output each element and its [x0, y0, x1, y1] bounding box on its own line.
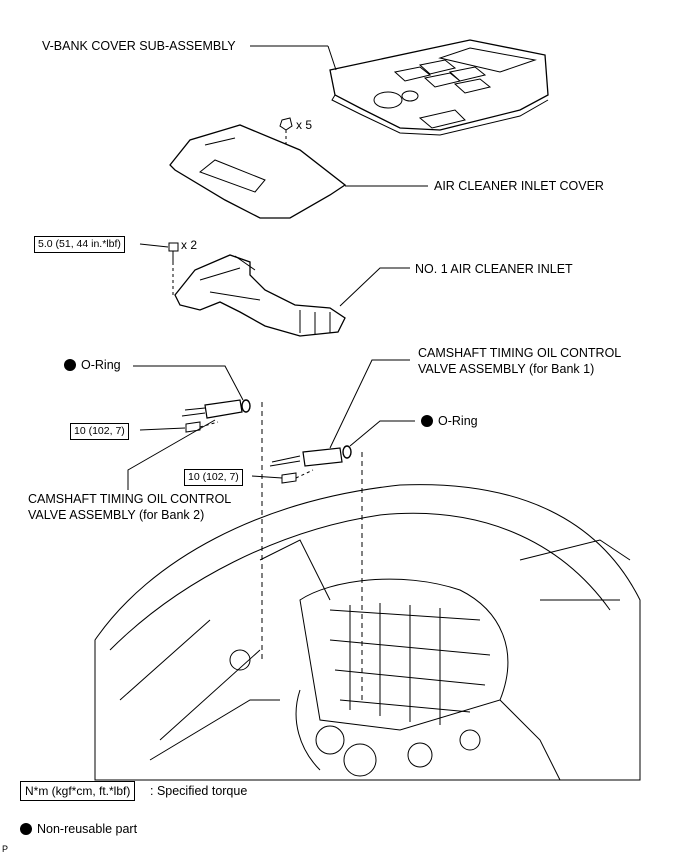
- torque-box-inlet-bolt: 5.0 (51, 44 in.*lbf): [34, 236, 125, 253]
- nonreusable-dot-icon: [421, 415, 433, 427]
- label-camshaft-bank1-line1: CAMSHAFT TIMING OIL CONTROL: [418, 346, 622, 360]
- footer-code: P: [2, 844, 9, 854]
- label-air-cleaner-inlet-cover: AIR CLEANER INLET COVER: [434, 179, 604, 193]
- oring-left-text: O-Ring: [81, 358, 121, 372]
- nonreusable-dot-icon: [20, 823, 32, 835]
- label-no1-air-cleaner-inlet: NO. 1 AIR CLEANER INLET: [415, 262, 573, 276]
- label-camshaft-bank1-line2: VALVE ASSEMBLY (for Bank 1): [418, 362, 595, 376]
- camshaft-valve-bank1-drawing: [269, 447, 363, 700]
- no1-air-cleaner-inlet-drawing: [174, 254, 346, 337]
- inlet-bolt-drawing: [168, 242, 179, 295]
- label-camshaft-bank2-line2: VALVE ASSEMBLY (for Bank 2): [28, 508, 205, 522]
- legend-nonreusable: Non-reusable part: [20, 821, 137, 837]
- label-vbank-cover: V-BANK COVER SUB-ASSEMBLY: [42, 39, 236, 53]
- label-oring-left: O-Ring: [64, 357, 121, 373]
- legend-torque-desc: : Specified torque: [150, 784, 248, 798]
- oring-right-drawing: [342, 445, 352, 459]
- label-inlet-bolt-qty: x 2: [181, 238, 198, 252]
- air-cleaner-inlet-cover-drawing: [169, 124, 347, 219]
- label-camshaft-bank2-line1: CAMSHAFT TIMING OIL CONTROL: [28, 492, 232, 506]
- label-cover-clip-qty: x 5: [296, 118, 313, 132]
- oring-left-drawing: [241, 399, 251, 413]
- legend-torque-unit-box: N*m (kgf*cm, ft.*lbf): [20, 781, 136, 801]
- label-oring-right: O-Ring: [421, 413, 478, 429]
- oring-right-text: O-Ring: [438, 414, 478, 428]
- vbank-cover-drawing: [329, 39, 549, 136]
- legend-nonreusable-text: Non-reusable part: [37, 822, 138, 836]
- camshaft-valve-bank2-drawing: [181, 399, 263, 660]
- engine-bay-drawing: [94, 484, 641, 781]
- nonreusable-dot-icon: [64, 359, 76, 371]
- torque-box-bank1-bolt: 10 (102, 7): [184, 469, 243, 486]
- torque-box-bank2-bolt: 10 (102, 7): [70, 423, 129, 440]
